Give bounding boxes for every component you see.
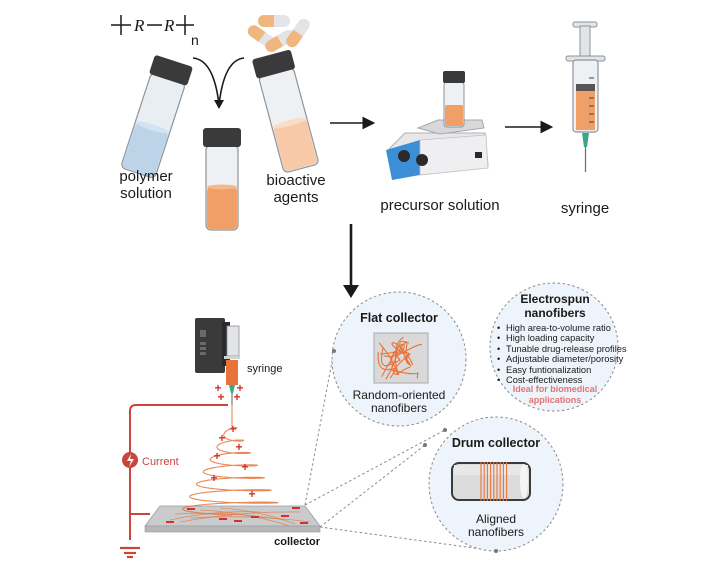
drum-collector-title: Drum collector xyxy=(452,436,540,450)
deposited-fiber xyxy=(219,507,296,525)
bioactive-agents-label-line1: bioactive xyxy=(266,172,325,189)
ground-icon xyxy=(120,546,140,559)
random-fiber xyxy=(392,353,411,375)
positive-charge: + xyxy=(235,440,242,454)
bioactive-agents-vial xyxy=(252,49,319,173)
syringe-pump-icon xyxy=(195,318,240,405)
deposited-fiber xyxy=(169,511,261,521)
property-item: Cost-effectiveness xyxy=(497,375,627,386)
positive-charge: + xyxy=(241,460,248,474)
flat-collector-title: Flat collector xyxy=(360,311,438,325)
deposited-fiber xyxy=(189,516,311,523)
arrow-head-icon xyxy=(343,285,359,298)
magnetic-stirrer-icon xyxy=(386,71,489,180)
random-fibers-icon xyxy=(377,336,423,380)
random-fiber xyxy=(390,369,419,379)
positive-charge: + xyxy=(217,390,224,404)
flat-collector-caption-line2: nanofibers xyxy=(371,401,427,415)
property-item: High area-to-volume ratio xyxy=(497,323,627,334)
property-item: Easy funtionalization xyxy=(497,365,627,376)
negative-charge xyxy=(281,515,289,517)
negative-charge xyxy=(300,522,308,524)
syringe-label: syringe xyxy=(561,200,609,217)
electrospun-properties-list: High area-to-volume ratioHigh loading ca… xyxy=(497,323,627,386)
syringe-icon xyxy=(565,21,606,172)
electrospun-title-line2: nanofibers xyxy=(524,306,586,320)
collector-plate xyxy=(144,505,321,533)
positive-charge: + xyxy=(233,390,240,404)
drum-collector-caption-line2: nanofibers xyxy=(468,525,524,539)
random-fiber xyxy=(392,336,404,361)
aligned-fibers-icon xyxy=(480,462,508,501)
formula-subscript: n xyxy=(191,32,199,48)
flat-collector-caption-line1: Random-oriented xyxy=(353,388,446,402)
polymer-formula: R R n xyxy=(111,15,199,48)
random-fiber xyxy=(378,342,411,375)
positive-charge: + xyxy=(214,381,221,395)
negative-charge xyxy=(234,520,242,522)
positive-charge: + xyxy=(213,449,220,463)
polymer-solution-label-line2: solution xyxy=(120,185,172,202)
positive-charge: + xyxy=(248,487,255,501)
positive-charge: + xyxy=(236,381,243,395)
collector-label: collector xyxy=(274,536,321,548)
svg-text:R: R xyxy=(163,16,175,35)
negative-charge xyxy=(292,507,300,509)
random-fiber xyxy=(381,351,395,378)
negative-charge xyxy=(251,516,259,518)
drum-collector-caption-line1: Aligned xyxy=(476,512,516,526)
polymer-solution-vial xyxy=(121,55,193,178)
flat-collector-bubble xyxy=(331,291,467,432)
highlight-line2: applications xyxy=(529,395,582,405)
mixed-solution-vial xyxy=(203,128,241,231)
property-item: Adjustable diameter/porosity xyxy=(497,354,627,365)
property-item: High loading capacity xyxy=(497,333,627,344)
positive-charge: + xyxy=(210,471,217,485)
precursor-solution-label: precursor solution xyxy=(380,197,499,214)
current-label: Current xyxy=(142,456,179,468)
deposited-fiber xyxy=(199,509,291,527)
negative-charge xyxy=(219,518,227,520)
bioactive-agents-label-line2: agents xyxy=(273,189,318,206)
electric-circuit xyxy=(129,404,228,540)
zoom-connector-lines xyxy=(304,350,497,552)
negative-charge xyxy=(166,521,174,523)
current-icon xyxy=(122,452,138,468)
positive-charge: + xyxy=(218,431,225,445)
positive-charge: + xyxy=(229,422,236,436)
fiber-spiral xyxy=(182,405,279,516)
polymer-solution-label-line1: polymer xyxy=(119,168,172,185)
mixing-arrow-icon xyxy=(192,57,245,109)
drum-collector-bubble xyxy=(423,416,564,553)
charge-markers: +++++++++++ xyxy=(166,381,308,524)
svg-text:R: R xyxy=(133,16,145,35)
syringe-setup-label: syringe xyxy=(247,363,282,375)
highlight-line1: Ideal for biomedical xyxy=(513,384,598,394)
capsules-icon xyxy=(247,15,310,52)
random-fiber xyxy=(394,343,405,374)
property-item: Tunable drug-release profiles xyxy=(497,344,627,355)
negative-charge xyxy=(187,508,195,510)
electrospun-title-line1: Electrospun xyxy=(520,292,589,306)
fiber-jet xyxy=(169,405,311,527)
